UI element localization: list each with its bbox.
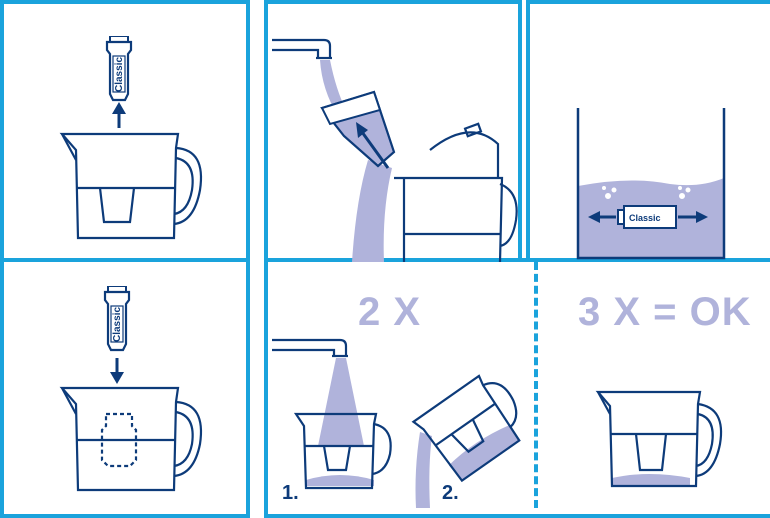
caption-repeat-three-ok: 3 X = OK [578,290,752,335]
water-stream [318,358,364,446]
filter-horizontal-icon: Classic [618,206,676,228]
step-number-second: 2. [442,482,459,505]
tap-icon [272,40,332,58]
tap-icon [272,340,348,356]
jug-tilted-icon [413,368,534,485]
filter-cartridge-icon: Classic [105,286,129,350]
filter-label: Classic [112,307,123,342]
step-number-first: 1. [282,482,299,505]
water-pour [416,432,433,508]
arrow-down-icon [110,358,124,384]
filter-label: Classic [114,57,125,92]
filter-label: Classic [629,213,661,223]
water-tank-icon [578,108,724,258]
jug-open-lid-icon [394,124,517,262]
filter-cartridge-icon: Classic [107,36,131,100]
jug-with-filter-outline-icon [62,388,201,490]
arrow-up-icon [112,102,126,128]
jug-icon [62,134,201,238]
water-pour [352,160,392,262]
caption-repeat-two: 2 X [358,290,421,335]
jug-ready-icon [598,392,721,486]
